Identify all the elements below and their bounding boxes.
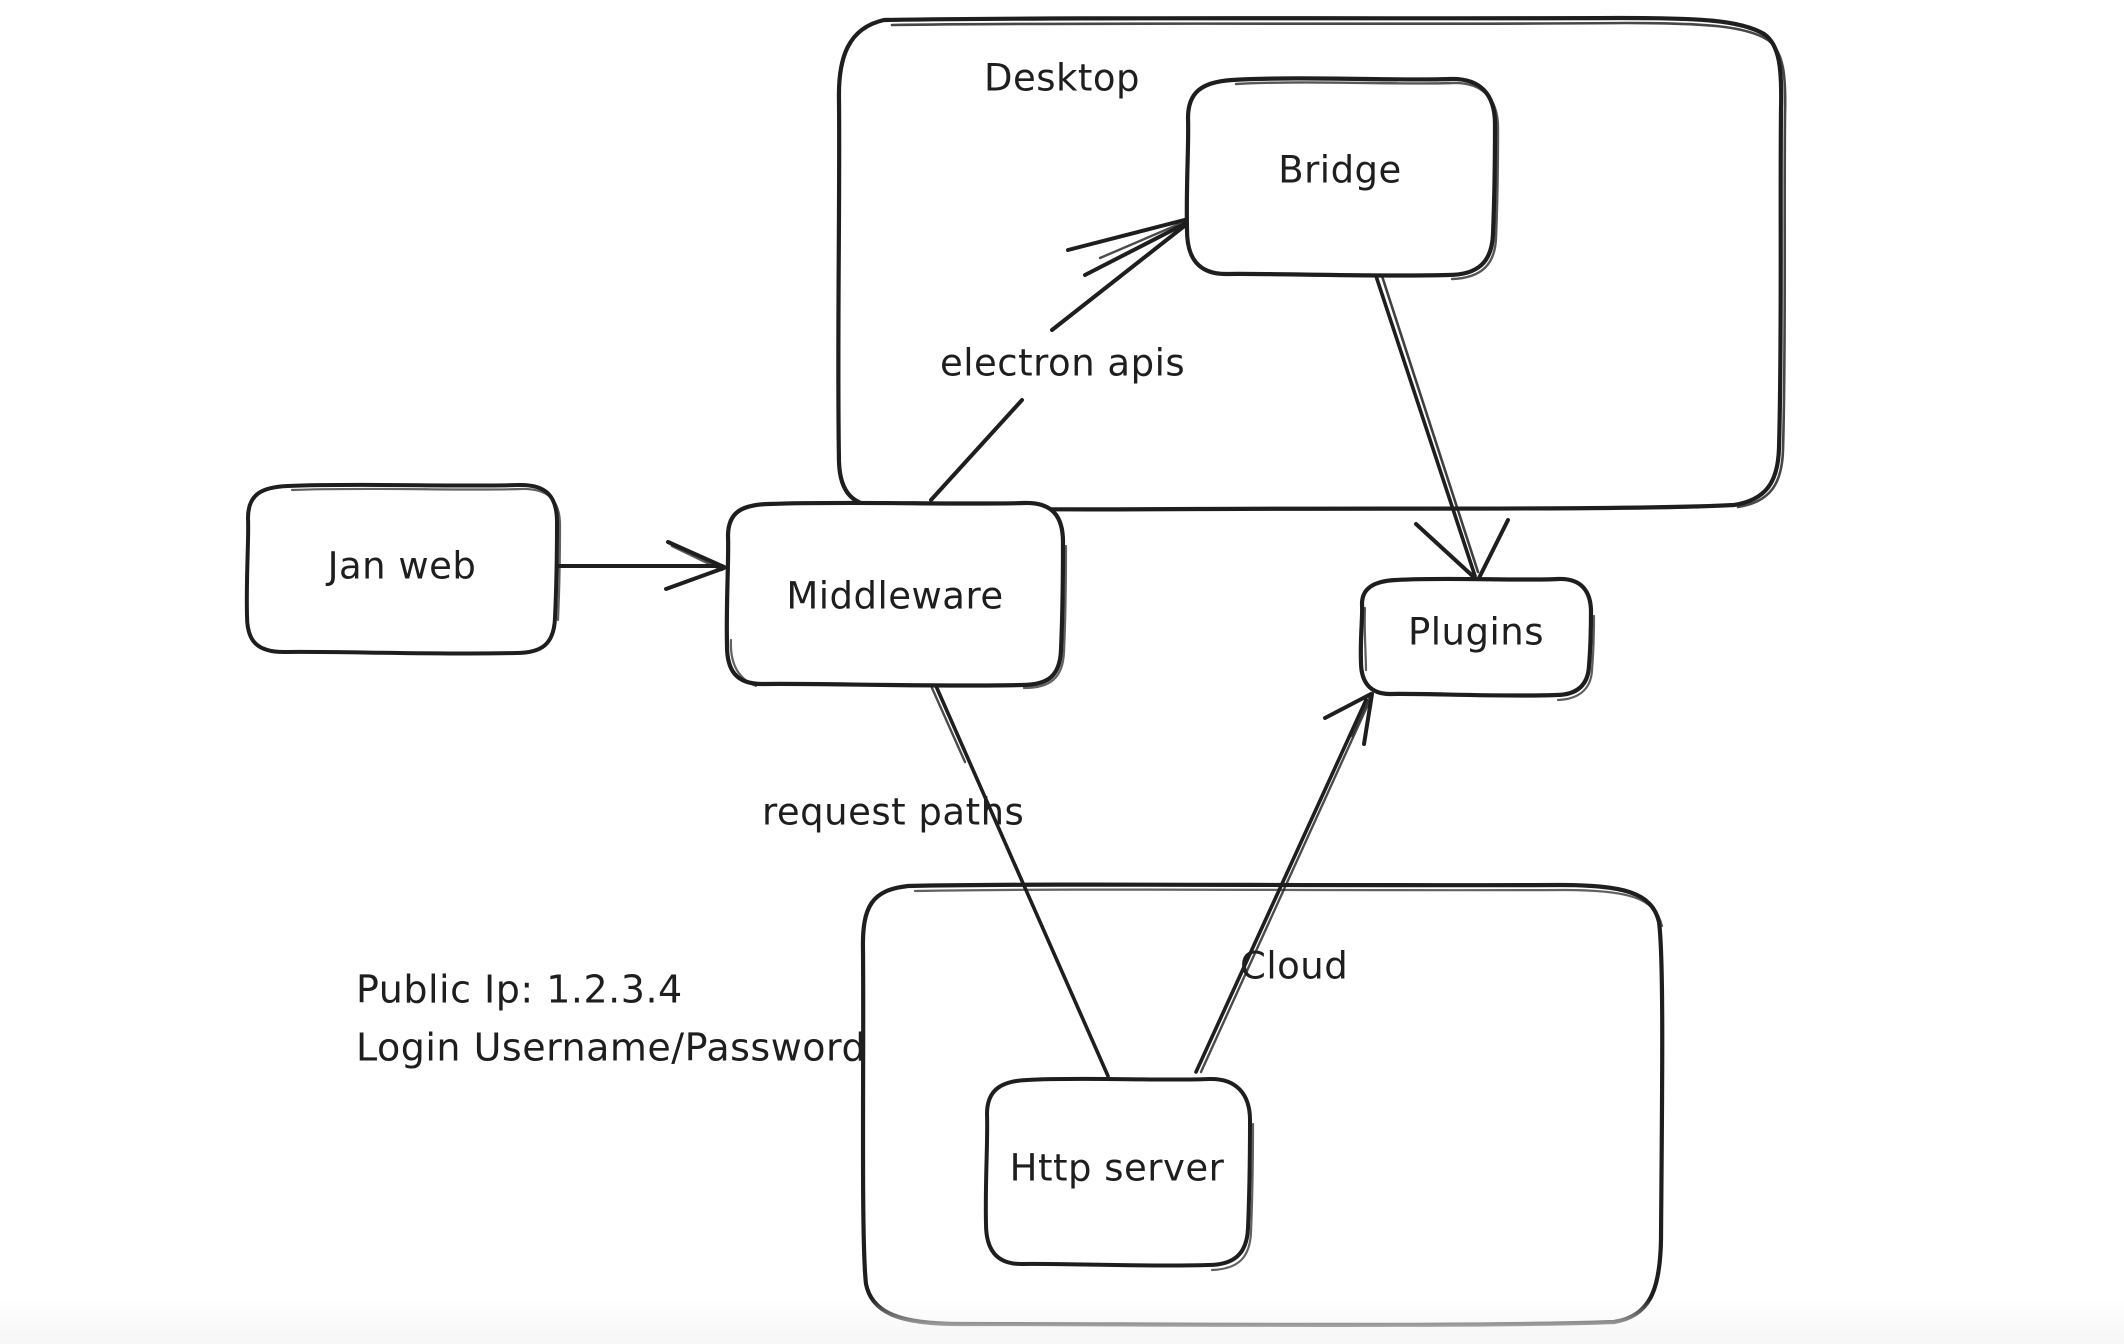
middleware-fill [728, 502, 1062, 684]
edge-line-upper [1050, 218, 1194, 332]
desktop-container-outline [836, 15, 1784, 512]
arrowhead-end-3 [670, 544, 724, 572]
arrowhead-end [1323, 692, 1373, 720]
edge-bridge-to-plugins[interactable] [1374, 274, 1510, 582]
edge-middleware-to-bridge[interactable]: electron apis [929, 214, 1200, 502]
note-public-ip[interactable]: Public Ip: 1.2.3.4 Login Username/Passwo… [356, 968, 866, 1070]
edge-line-2 [1199, 698, 1372, 1074]
container-desktop[interactable]: Desktop [836, 15, 1787, 512]
edge-line-lower [929, 398, 1024, 502]
desktop-container-outline-2 [890, 21, 1787, 509]
note-line-login: Login Username/Password [356, 1026, 866, 1070]
plugins-label: Plugins [1408, 611, 1544, 654]
arrowhead-end-3 [1350, 694, 1372, 738]
http-server-fill [985, 1078, 1249, 1264]
jan-web-outline [244, 482, 559, 656]
jan-web-fill [248, 484, 556, 652]
arrowhead-end-2 [1476, 518, 1510, 582]
arrowhead-end-2 [1083, 216, 1198, 277]
arrowhead-end [1414, 522, 1479, 582]
edge-label-request-paths: request paths [762, 791, 1024, 834]
edge-jan-web-to-middleware[interactable] [554, 540, 726, 591]
plugins-outline-2 [1363, 606, 1596, 702]
node-middleware[interactable]: Middleware [724, 500, 1068, 690]
edge-line [934, 684, 1110, 1078]
jan-web-outline-2 [290, 487, 562, 622]
arrowhead-end-3 [1098, 214, 1200, 260]
http-server-outline-2 [1210, 1122, 1255, 1272]
edge-line [1194, 698, 1368, 1074]
node-plugins[interactable]: Plugins [1358, 576, 1596, 702]
arrowhead-end [1066, 215, 1198, 252]
edge-http-server-to-plugins[interactable]: Cloud [1194, 692, 1374, 1074]
node-bridge[interactable]: Bridge [1184, 76, 1500, 281]
arrowhead-end [666, 540, 726, 569]
edge-line [1374, 274, 1477, 578]
bridge-outline-2 [1234, 81, 1500, 281]
edge-label-cloud: Cloud [1240, 945, 1348, 988]
node-http-server[interactable]: Http server [983, 1076, 1255, 1272]
middleware-label: Middleware [786, 575, 1003, 618]
bridge-label: Bridge [1278, 149, 1402, 192]
http-server-outline [983, 1076, 1252, 1268]
edge-line-2 [1380, 274, 1480, 574]
middleware-outline-2 [729, 544, 1068, 690]
bridge-fill [1186, 78, 1494, 274]
node-jan-web[interactable]: Jan web [244, 482, 562, 656]
edge-line-2 [930, 686, 967, 764]
arrowhead-end-2 [1362, 692, 1374, 746]
arrowhead-end-2 [664, 566, 726, 591]
http-server-label: Http server [1010, 1147, 1225, 1190]
plugins-outline [1358, 576, 1594, 698]
middleware-outline [724, 500, 1066, 688]
desktop-container-label: Desktop [984, 57, 1140, 100]
jan-web-label: Jan web [326, 545, 477, 588]
cloud-container-outline-2 [913, 888, 1664, 928]
edge-label-electron-apis: electron apis [940, 342, 1185, 385]
edge-middleware-to-http-server[interactable]: request paths [762, 684, 1110, 1078]
plugins-fill [1362, 578, 1590, 694]
note-line-public-ip: Public Ip: 1.2.3.4 [356, 968, 683, 1012]
bridge-outline [1184, 76, 1498, 278]
